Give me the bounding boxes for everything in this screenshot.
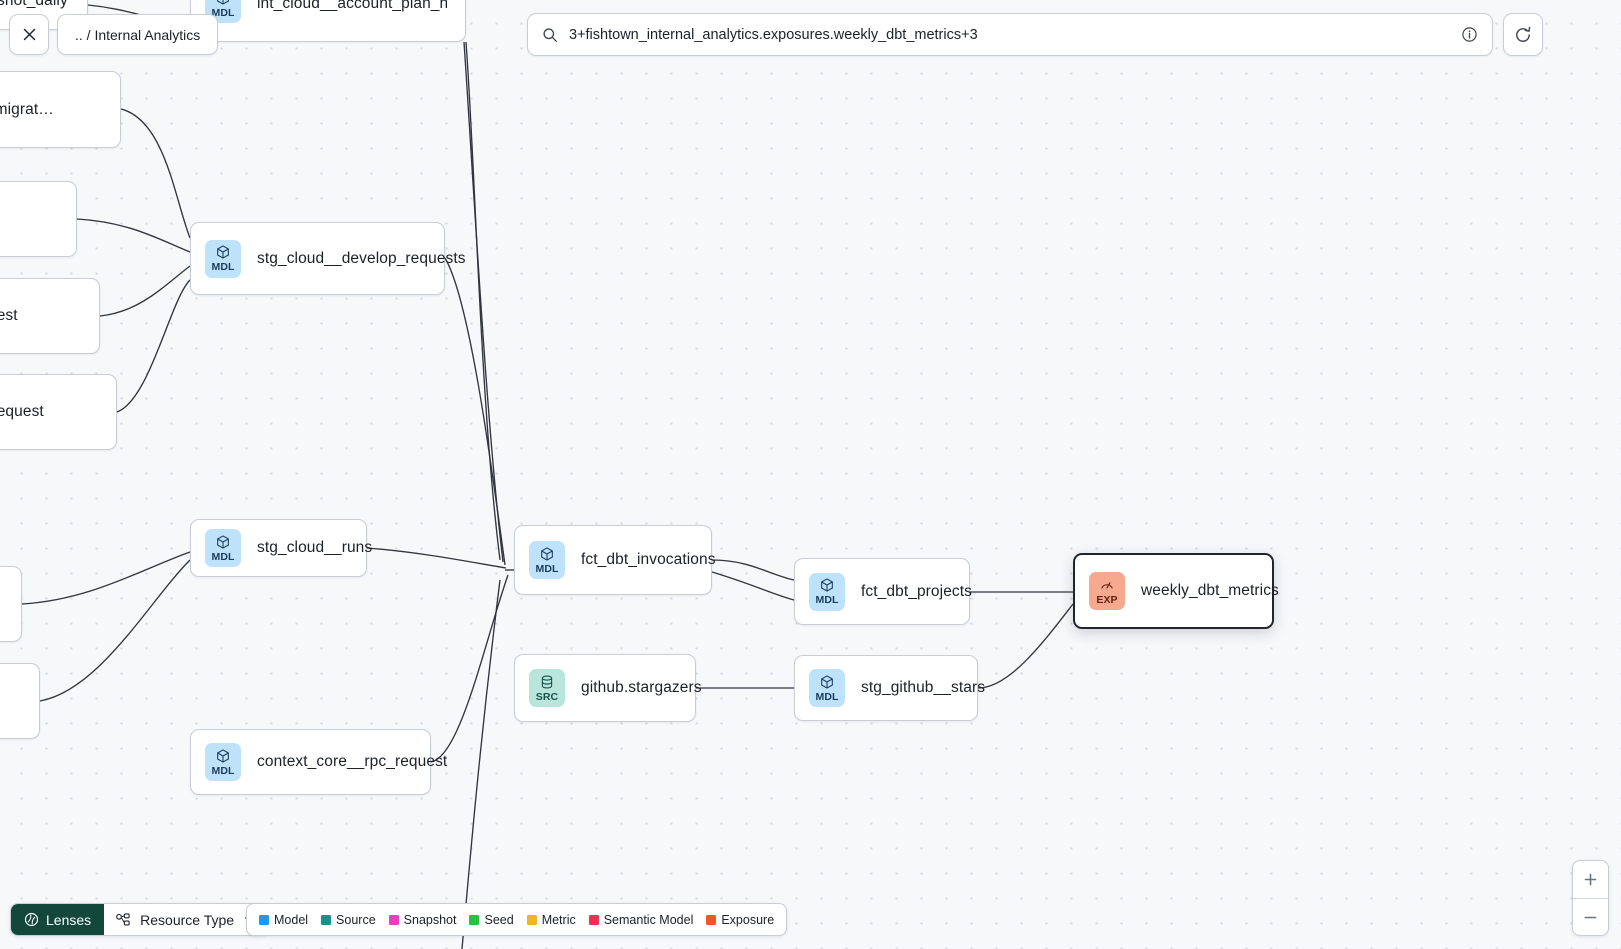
legend-label: Model: [274, 912, 309, 927]
refresh-icon: [1516, 26, 1531, 42]
lenses-label: Lenses: [46, 911, 92, 928]
graph-edge: [366, 547, 507, 569]
graph-node-label: context_core__rpc_request: [257, 753, 448, 770]
legend-item[interactable]: Exposure: [706, 913, 774, 927]
graph-node-label: stg_cloud__develop_requests: [257, 249, 466, 267]
legend-label: Exposure: [721, 912, 775, 927]
mdl-badge-icon: MDL: [205, 529, 241, 567]
mdl-badge-icon: MDL: [809, 669, 845, 707]
graph-node[interactable]: n: [0, 566, 22, 642]
mdl-badge-icon: MDL: [529, 541, 565, 579]
lens-toolbar: Lenses Resource Type: [10, 903, 270, 936]
minus-icon: [1584, 916, 1597, 918]
graph-edge: [977, 603, 1074, 689]
graph-edge: [21, 551, 191, 605]
graph-node-label: snapshot_daily: [0, 0, 68, 9]
mdl-badge-icon: MDL: [809, 572, 845, 611]
graph-edge: [711, 571, 795, 601]
lenses-button[interactable]: Lenses: [11, 904, 105, 935]
graph-edge: [116, 279, 191, 413]
graph-node-label: fct_dbt_invocations: [581, 551, 716, 568]
graph-edge: [461, 579, 501, 949]
graph-edge: [711, 559, 795, 581]
graph-node[interactable]: p_request: [0, 181, 77, 257]
legend-label: Metric: [541, 912, 576, 927]
legend-item[interactable]: Metric: [526, 912, 576, 927]
resource-type-icon: [116, 912, 130, 926]
resource-type-label: Resource Type: [140, 911, 235, 928]
legend-item[interactable]: Snapshot: [388, 912, 457, 927]
graph-node[interactable]: MDL fct_dbt_invocations: [514, 525, 716, 595]
legend-swatch: [706, 914, 717, 925]
legend-swatch: [259, 914, 269, 925]
graph-node[interactable]: MDL stg_cloud__develop_requests: [190, 222, 466, 295]
legend-item[interactable]: Semantic Model: [588, 912, 694, 927]
zoom-out-button[interactable]: [1573, 898, 1608, 935]
graph-node[interactable]: MDL stg_github__stars: [794, 655, 985, 721]
search-input[interactable]: 3+fishtown_internal_analytics.exposures.…: [569, 26, 978, 43]
graph-edge: [39, 559, 191, 702]
graph-edge: [444, 257, 506, 566]
search-bar[interactable]: 3+fishtown_internal_analytics.exposures.…: [527, 13, 1493, 56]
breadcrumb-label: .. / Internal Analytics: [75, 26, 201, 43]
resource-type-legend: Model Source Snapshot Seed Metric Semantic Mo…: [246, 903, 788, 936]
breadcrumb[interactable]: .. / Internal Analytics: [57, 14, 219, 55]
graph-edge: [76, 218, 191, 253]
graph-node-label: _develop_request: [0, 403, 44, 420]
refresh-button[interactable]: [1503, 13, 1543, 56]
graph-node-label: stg_cloud__runs: [257, 539, 373, 556]
close-button[interactable]: [9, 14, 49, 55]
legend-label: Semantic Model: [603, 912, 694, 927]
graph-node-label: stg_github__stars: [861, 679, 986, 696]
graph-edge: [99, 265, 191, 317]
graph-edge: [463, 41, 504, 563]
zoom-in-button[interactable]: [1573, 861, 1608, 898]
legend-item[interactable]: Seed: [469, 912, 514, 927]
legend-swatch: [321, 914, 332, 925]
graph-edge: [429, 574, 509, 763]
close-icon: [23, 28, 35, 41]
graph-node[interactable]: MDL stg_cloud__runs: [190, 519, 372, 577]
legend-swatch: [388, 914, 399, 925]
mdl-badge-icon: MDL: [205, 239, 241, 278]
graph-node-label: velop_request: [0, 307, 18, 324]
legend-swatch: [588, 914, 599, 925]
graph-node[interactable]: SRC github.stargazers: [514, 654, 702, 722]
lens-icon: [24, 912, 39, 927]
exp-badge-icon: EXP: [1089, 572, 1125, 610]
graph-edge: [120, 108, 191, 239]
info-icon[interactable]: [1461, 26, 1478, 43]
legend-swatch: [469, 914, 480, 925]
search-icon: [543, 27, 557, 42]
legend-label: Seed: [484, 912, 514, 927]
graph-node[interactable]: MDL fct_dbt_projects: [794, 558, 973, 625]
zoom-controls: [1572, 860, 1609, 936]
graph-node[interactable]: velop_request: [0, 278, 100, 354]
mdl-badge-icon: MDL: [205, 743, 241, 781]
legend-item[interactable]: Source: [321, 913, 376, 927]
plus-icon: [1584, 873, 1597, 886]
graph-node[interactable]: _develop_request: [0, 374, 117, 450]
graph-node-label: int_cloud__account_plan_history: [257, 0, 447, 12]
src-badge-icon: SRC: [529, 669, 565, 707]
graph-node-label: fct_dbt_projects: [861, 582, 973, 600]
graph-node-label: weekly_dbt_metrics: [1141, 582, 1279, 599]
graph-edge: [465, 41, 501, 561]
graph-node-label: multicell_migrat…: [0, 100, 54, 118]
graph-node[interactable]: multicell_migrat…: [0, 71, 121, 148]
legend-label: Snapshot: [403, 912, 457, 927]
resource-type-dropdown[interactable]: Resource Type: [104, 904, 269, 935]
graph-node-label: github.stargazers: [581, 679, 702, 696]
legend-label: Source: [336, 912, 376, 927]
legend-item[interactable]: Model: [259, 913, 308, 927]
graph-node[interactable]: EXP weekly_dbt_metrics: [1073, 553, 1279, 629]
graph-node[interactable]: _run: [0, 663, 40, 739]
legend-swatch: [526, 914, 537, 925]
graph-node[interactable]: MDL context_core__rpc_request: [190, 729, 447, 795]
